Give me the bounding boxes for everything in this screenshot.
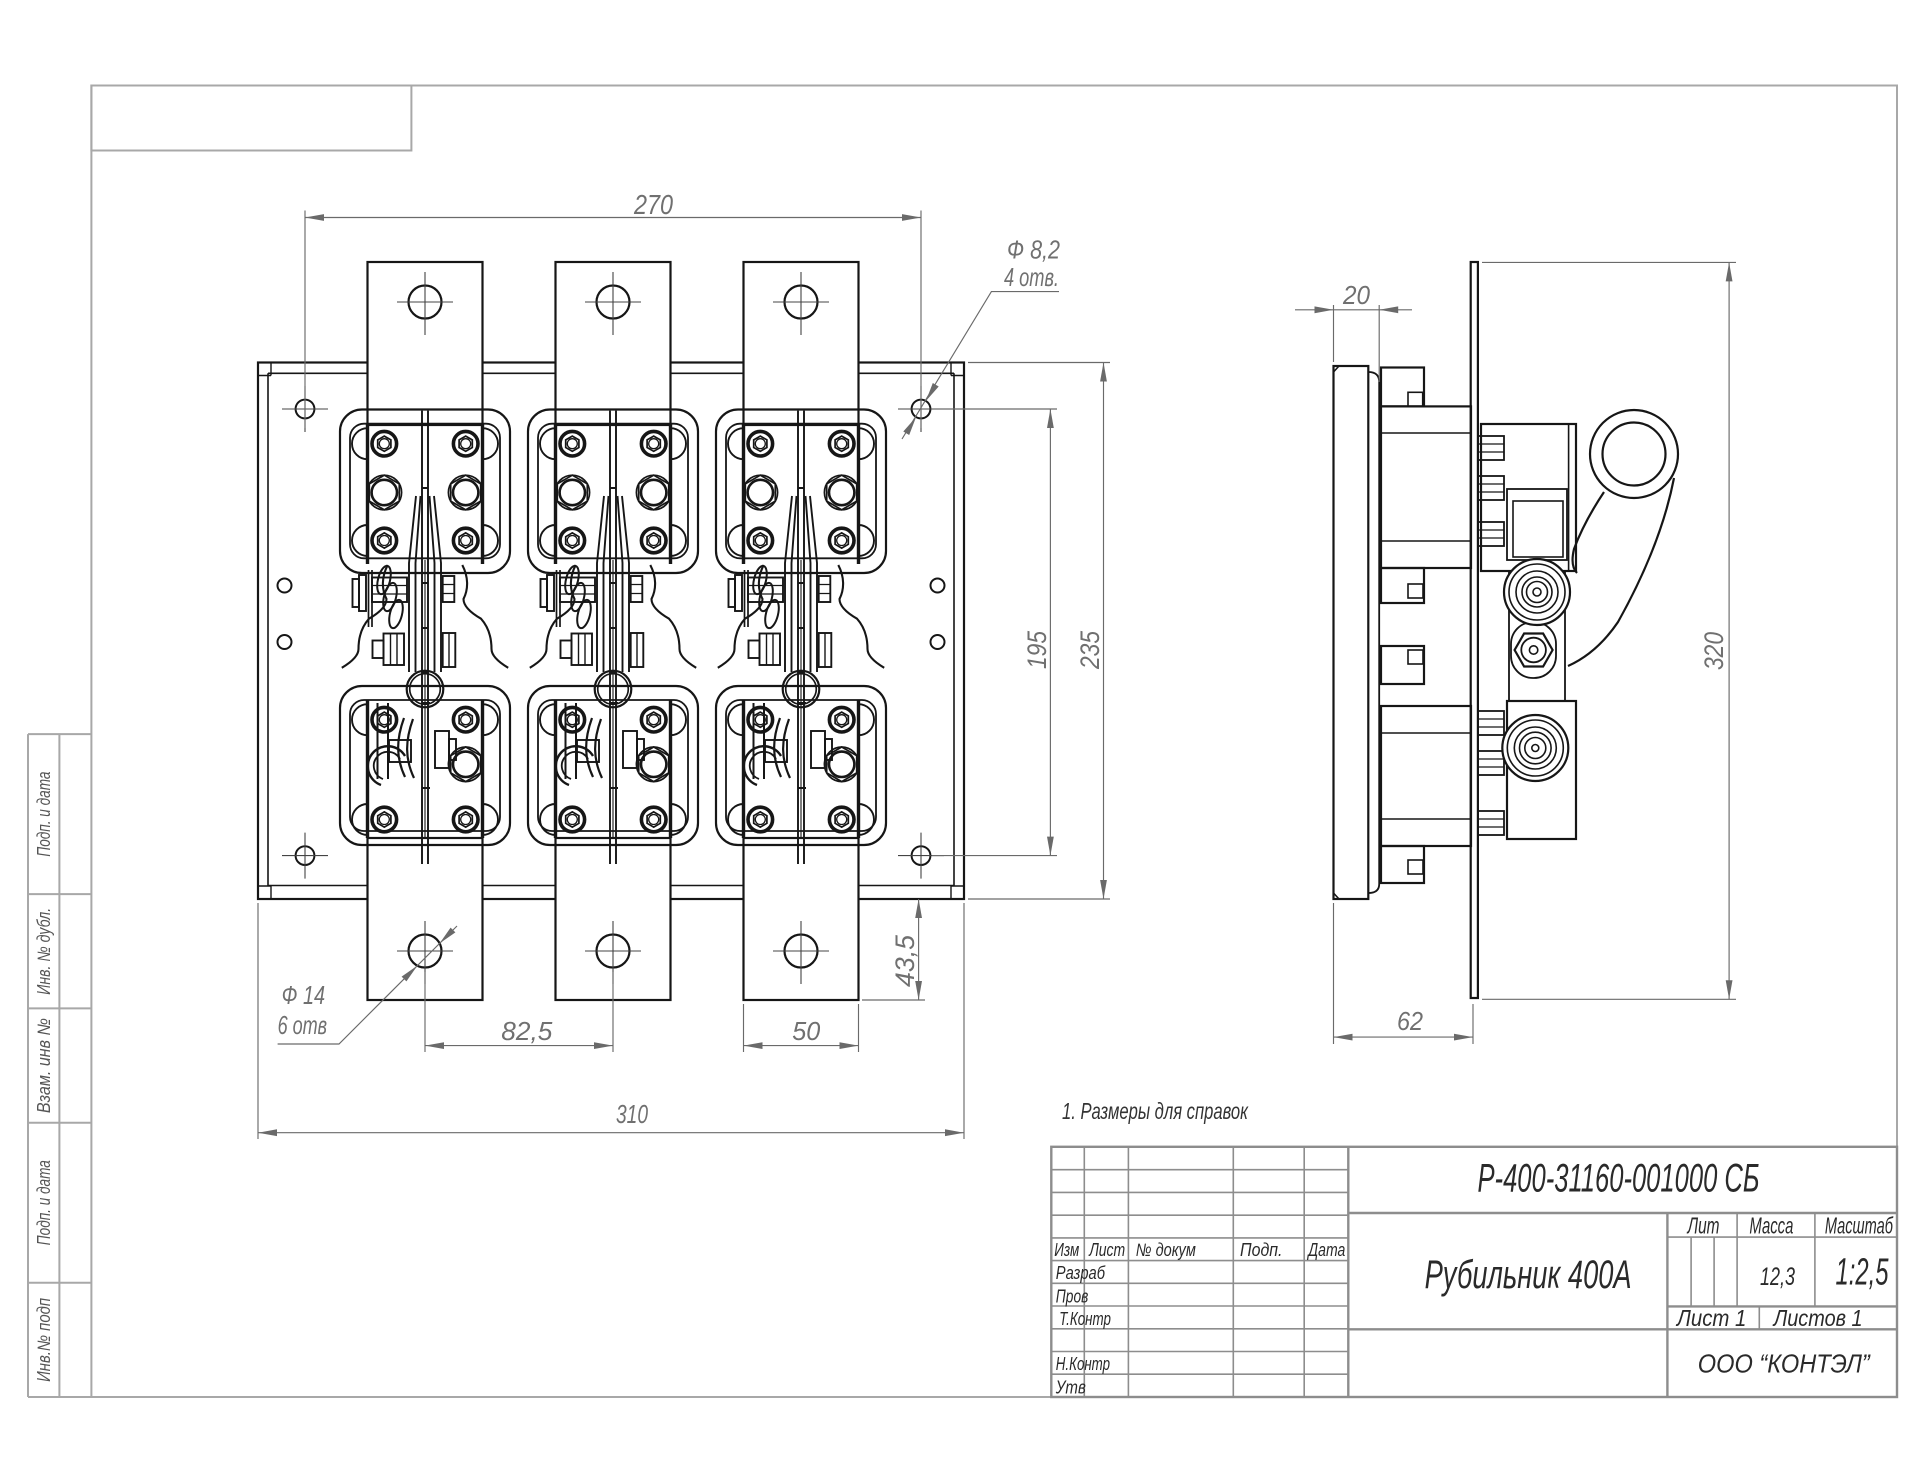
svg-text:Масштаб: Масштаб — [1825, 1213, 1894, 1239]
svg-text:Изм: Изм — [1054, 1240, 1079, 1260]
svg-text:82,5: 82,5 — [501, 1016, 553, 1046]
svg-text:№ докум: № докум — [1136, 1240, 1196, 1260]
svg-text:4 отв.: 4 отв. — [1004, 262, 1059, 292]
svg-text:320: 320 — [1699, 632, 1729, 670]
svg-text:Ф 8,2: Ф 8,2 — [1007, 235, 1060, 265]
svg-text:Разраб: Разраб — [1056, 1263, 1106, 1283]
svg-text:43,5: 43,5 — [890, 934, 920, 987]
svg-text:Т.Контр: Т.Контр — [1059, 1309, 1111, 1329]
svg-text:Взам. инв №: Взам. инв № — [34, 1018, 54, 1113]
svg-text:Масса: Масса — [1749, 1213, 1793, 1239]
svg-text:6 отв: 6 отв — [278, 1010, 328, 1040]
svg-text:Подп. и дата: Подп. и дата — [34, 1160, 54, 1245]
svg-text:Лит: Лит — [1686, 1213, 1719, 1239]
svg-text:ООО “КОНТЭЛ”: ООО “КОНТЭЛ” — [1698, 1348, 1871, 1378]
svg-text:Листов 1: Листов 1 — [1772, 1305, 1863, 1331]
svg-text:Ф 14: Ф 14 — [282, 980, 326, 1010]
svg-text:195: 195 — [1022, 630, 1052, 669]
svg-text:Н.Контр: Н.Контр — [1056, 1354, 1110, 1374]
svg-text:62: 62 — [1397, 1006, 1423, 1036]
svg-text:235: 235 — [1075, 630, 1105, 670]
svg-text:270: 270 — [633, 189, 673, 220]
svg-text:Дата: Дата — [1307, 1240, 1346, 1260]
svg-text:Инв. № дубл.: Инв. № дубл. — [34, 908, 54, 995]
svg-text:Утв: Утв — [1055, 1377, 1086, 1397]
svg-text:Лист: Лист — [1088, 1240, 1125, 1260]
svg-text:Лист 1: Лист 1 — [1675, 1305, 1746, 1331]
svg-text:1:2,5: 1:2,5 — [1836, 1252, 1890, 1294]
svg-text:Р-400-31160-001000 СБ: Р-400-31160-001000 СБ — [1478, 1156, 1760, 1200]
svg-text:Рубильник 400А: Рубильник 400А — [1425, 1253, 1632, 1297]
svg-text:Подп. и дата: Подп. и дата — [34, 772, 54, 857]
svg-text:Подп.: Подп. — [1240, 1240, 1283, 1260]
svg-text:310: 310 — [616, 1099, 648, 1129]
svg-text:Инв.№ подп: Инв.№ подп — [34, 1298, 54, 1382]
svg-text:12,3: 12,3 — [1760, 1263, 1795, 1291]
svg-text:1. Размеры для справок: 1. Размеры для справок — [1062, 1098, 1249, 1124]
svg-text:50: 50 — [792, 1016, 821, 1046]
svg-text:20: 20 — [1342, 280, 1370, 310]
svg-text:Пров: Пров — [1056, 1287, 1089, 1307]
